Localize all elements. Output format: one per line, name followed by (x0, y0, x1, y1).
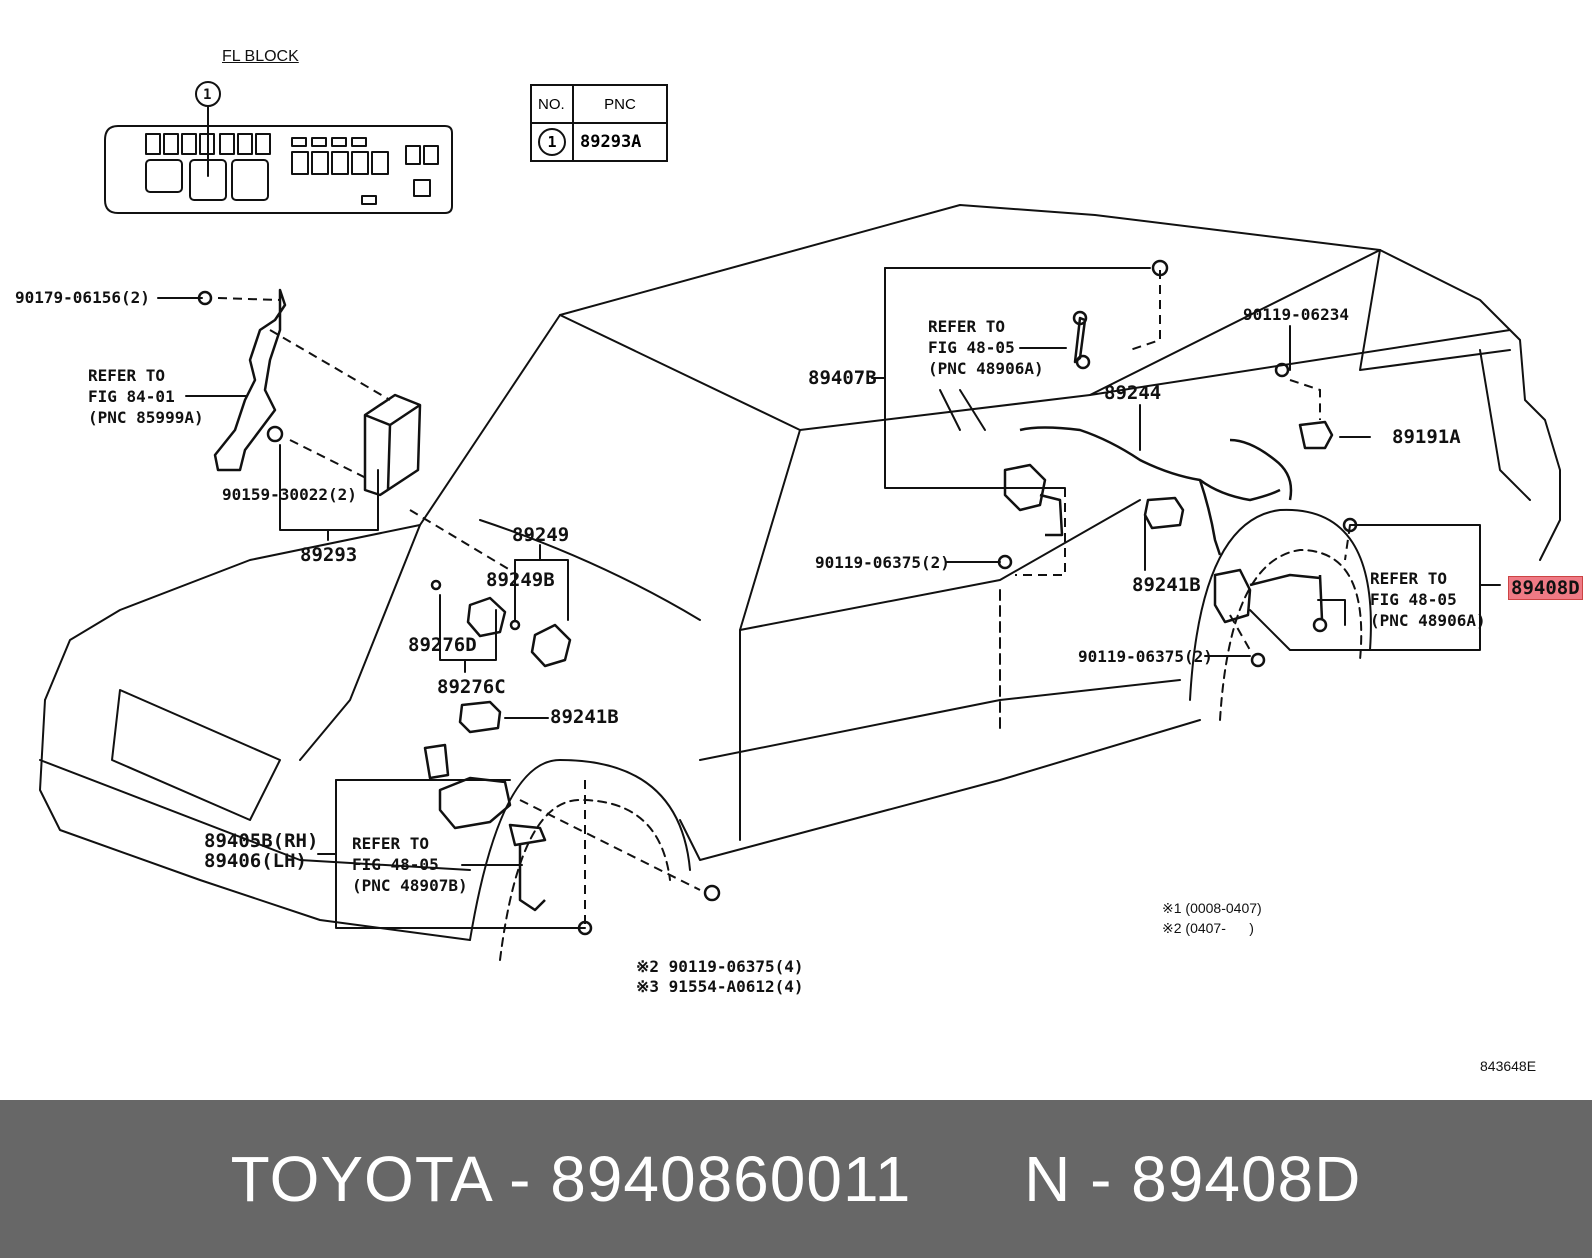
label-refer-48-top-line2: FIG 48-05 (928, 338, 1015, 357)
label-refer-84-line3: (PNC 85999A) (88, 408, 204, 427)
pnc-row-no: 1 (530, 122, 574, 162)
fl-block-callout: 1 (203, 87, 212, 103)
label-89244: 89244 (1104, 382, 1162, 404)
car-line-drawing (39, 81, 1561, 961)
label-89191a: 89191A (1392, 426, 1461, 448)
label-89249: 89249 (512, 524, 570, 546)
label-refer-84-line1: REFER TO (88, 366, 166, 385)
label-89408d-highlighted: 89408D (1508, 576, 1583, 600)
label-89293: 89293 (300, 544, 358, 566)
label-bolt-rear: 90119-06375(2) (1078, 647, 1213, 666)
pnc-row-no-circle: 1 (538, 128, 566, 156)
label-89276d: 89276D (408, 634, 477, 656)
label-refer-48-rear-line3: (PNC 48906A) (1370, 611, 1486, 630)
label-refer-48-rear-line1: REFER TO (1370, 569, 1448, 588)
label-89249b: 89249B (486, 569, 555, 591)
label-refer-48-rear-line2: FIG 48-05 (1370, 590, 1457, 609)
label-89407b: 89407B (808, 367, 877, 389)
label-89241b-front: 89241B (550, 706, 619, 728)
label-refer-48-top-line3: (PNC 48906A) (928, 359, 1044, 378)
label-refer-48-front-line3: (PNC 48907B) (352, 876, 468, 895)
label-89276c: 89276C (437, 676, 506, 698)
label-refer-48-front-line1: REFER TO (352, 834, 430, 853)
label-bolt-mid: 90119-06375(2) (815, 553, 950, 572)
pnc-table-header-row: NO. PNC (530, 84, 668, 124)
label-90179-06156: 90179-06156(2) (15, 288, 150, 307)
label-89405b-rh: 89405B(RH) (204, 830, 319, 852)
label-90159-30022: 90159-30022(2) (222, 485, 357, 504)
label-refer-48-top-line1: REFER TO (928, 317, 1006, 336)
pnc-header-no: NO. (530, 84, 574, 124)
pnc-row-pnc: 89293A (572, 122, 668, 162)
label-refer-84-line2: FIG 84-01 (88, 387, 175, 406)
label-bolt-front-2: ※3 91554-A0612(4) (636, 977, 804, 996)
note-2: ※2 (0407- ) (1162, 920, 1254, 936)
label-bolt-front-1: ※2 90119-06375(4) (636, 957, 804, 976)
parts-diagram: FL BLOCK 1 NO. PNC 1 89293A 90179-06156(… (15, 48, 1583, 1074)
pnc-table: NO. PNC 1 89293A (530, 84, 668, 162)
note-1: ※1 (0008-0407) (1162, 900, 1262, 916)
label-90119-06234: 90119-06234 (1243, 305, 1349, 324)
drawing-number: 843648E (1480, 1058, 1537, 1074)
part-number-banner: TOYOTA - 8940860011 N - 89408D (0, 1100, 1592, 1258)
label-89406-lh: 89406(LH) (204, 850, 307, 872)
pnc-header-pnc: PNC (572, 84, 668, 124)
table-row: 1 89293A (530, 122, 668, 162)
label-refer-48-front-line2: FIG 48-05 (352, 855, 439, 874)
fl-block-title: FL BLOCK (222, 48, 299, 65)
label-89241b-rear: 89241B (1132, 574, 1201, 596)
banner-text: TOYOTA - 8940860011 N - 89408D (230, 1143, 1362, 1215)
